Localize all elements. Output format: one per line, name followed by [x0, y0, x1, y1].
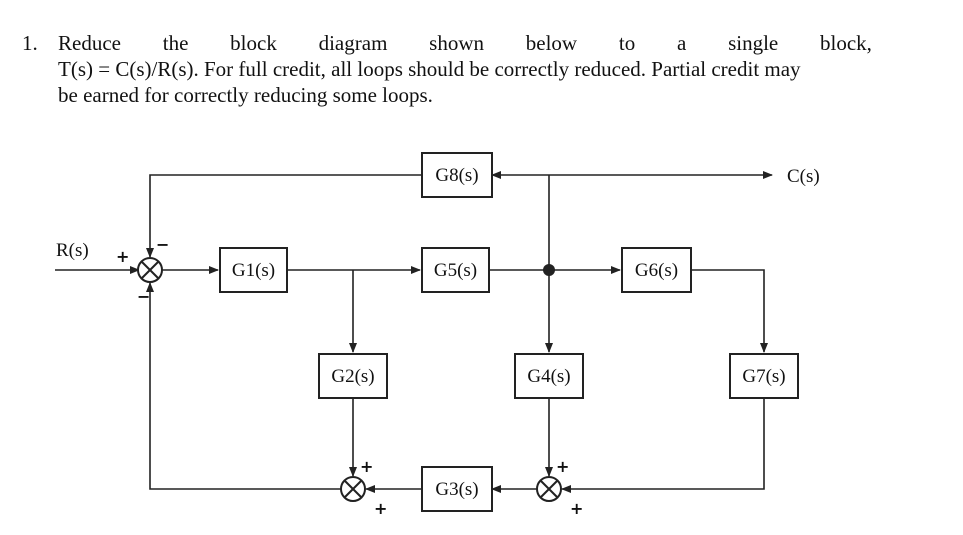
problem-word: a [676, 31, 687, 55]
sign-main-input: + [116, 247, 129, 266]
sign-right-sum-top: + [556, 457, 569, 476]
block-g6: G6(s) [621, 247, 692, 293]
problem-word: Reduce [58, 31, 121, 55]
problem-line-1: Reduce the block diagram shown below to … [58, 30, 872, 56]
block-g6-label: G6(s) [635, 260, 678, 281]
sign-main-top: − [156, 235, 169, 254]
block-g7-label: G7(s) [742, 366, 785, 387]
problem-number: 1. [22, 31, 38, 55]
problem-word: diagram [318, 31, 388, 55]
problem-word: to [618, 31, 636, 55]
wire-inner-feedback [146, 282, 341, 490]
problem-word: shown [429, 31, 485, 55]
wire-g6-to-g7 [691, 269, 768, 353]
problem-line-2: T(s) = C(s)/R(s). For full credit, all l… [58, 57, 801, 81]
block-g1-label: G1(s) [232, 260, 275, 281]
main-summing-junction [137, 257, 163, 283]
block-g3-label: G3(s) [435, 479, 478, 500]
sign-main-bottom: − [137, 287, 150, 306]
block-g1: G1(s) [219, 247, 288, 293]
problem-word: block, [820, 31, 872, 55]
sign-left-sum-bottom: + [374, 499, 387, 518]
block-g8-label: G8(s) [435, 165, 478, 186]
block-g3: G3(s) [421, 466, 493, 512]
block-g4-label: G4(s) [527, 366, 570, 387]
block-g5-label: G5(s) [434, 260, 477, 281]
left-summing-junction [340, 476, 366, 502]
wire-g8-feedback [146, 174, 422, 258]
block-g4: G4(s) [514, 353, 584, 399]
sign-left-sum-top: + [360, 457, 373, 476]
sign-right-sum-bottom: + [570, 499, 583, 518]
block-g5: G5(s) [421, 247, 490, 293]
block-g8: G8(s) [421, 152, 493, 198]
input-label: R(s) [56, 240, 89, 261]
signal-wires [55, 171, 773, 493]
problem-line-3: be earned for correctly reducing some lo… [58, 83, 433, 107]
output-label: C(s) [787, 166, 820, 187]
problem-word: single [728, 31, 779, 55]
wire-g7-to-sum [561, 398, 765, 493]
block-g2: G2(s) [318, 353, 388, 399]
problem-word: block [230, 31, 277, 55]
problem-word: the [162, 31, 189, 55]
pickoff-point [543, 264, 555, 276]
problem-word: below [525, 31, 578, 55]
right-summing-junction [536, 476, 562, 502]
block-g7: G7(s) [729, 353, 799, 399]
block-g2-label: G2(s) [331, 366, 374, 387]
